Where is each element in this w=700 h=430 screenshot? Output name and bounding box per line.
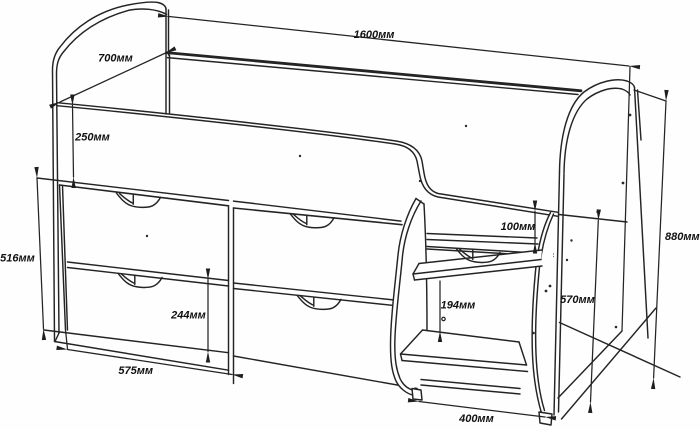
svg-text:516мм: 516мм — [0, 253, 35, 265]
svg-text:244мм: 244мм — [170, 310, 206, 322]
svg-text:880мм: 880мм — [665, 231, 700, 243]
svg-text:400мм: 400мм — [458, 413, 494, 425]
svg-text:700мм: 700мм — [98, 53, 133, 65]
svg-text:250мм: 250мм — [74, 132, 110, 144]
svg-text:100мм: 100мм — [501, 221, 536, 233]
svg-text:1600мм: 1600мм — [354, 29, 395, 41]
svg-text:570мм: 570мм — [560, 294, 595, 306]
svg-text:575мм: 575мм — [118, 365, 153, 377]
svg-text:194мм: 194мм — [441, 300, 476, 312]
